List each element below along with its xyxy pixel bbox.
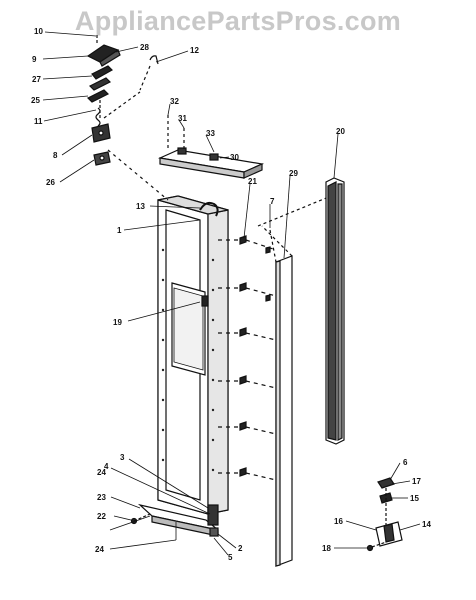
part-label-25: 25 <box>31 96 40 105</box>
part-label-17: 17 <box>412 477 421 486</box>
part-label-13: 13 <box>136 202 145 211</box>
leader-lines <box>42 31 421 556</box>
part-label-24-top: 24 <box>97 468 106 477</box>
part-label-8: 8 <box>53 151 58 160</box>
part-label-7: 7 <box>270 197 275 206</box>
watermark: AppliancePartsPros.com <box>74 6 402 36</box>
part-label-2: 2 <box>238 544 243 553</box>
part-label-10: 10 <box>34 27 43 36</box>
part-label-6: 6 <box>403 458 408 467</box>
part-label-1: 1 <box>117 226 122 235</box>
part-label-4: 4 <box>104 462 109 471</box>
part-label-12: 12 <box>190 46 199 55</box>
lower-hinge-parts <box>366 477 403 552</box>
part-label-22: 22 <box>97 512 106 521</box>
part-label-28: 28 <box>140 43 149 52</box>
part-label-23: 23 <box>97 493 106 502</box>
top-cap-plate <box>157 115 265 179</box>
part-labels: 10 9 28 27 25 11 12 8 26 32 31 33 30 20 … <box>31 27 431 562</box>
part-label-3: 3 <box>120 453 125 462</box>
part-label-18: 18 <box>322 544 331 553</box>
part-label-29: 29 <box>289 169 298 178</box>
part-label-19: 19 <box>113 318 122 327</box>
part-label-15: 15 <box>410 494 419 503</box>
hinge-bracket <box>91 107 111 166</box>
part-label-5: 5 <box>228 553 233 562</box>
part-label-9: 9 <box>32 55 37 64</box>
bin-support-studs <box>218 235 277 481</box>
part-label-27: 27 <box>32 75 41 84</box>
part-label-21: 21 <box>248 177 257 186</box>
part-label-30: 30 <box>230 153 239 162</box>
part-label-32: 32 <box>170 97 179 106</box>
part-label-14: 14 <box>422 520 431 529</box>
part-label-16: 16 <box>334 517 343 526</box>
door-gasket <box>325 177 345 445</box>
part-label-26: 26 <box>46 178 55 187</box>
door-liner-strip <box>257 193 337 567</box>
hinge-stack <box>86 35 121 120</box>
part-label-24-bottom: 24 <box>95 545 104 554</box>
part-label-33: 33 <box>206 129 215 138</box>
bottom-hinge <box>130 503 219 537</box>
door-frame <box>157 195 229 515</box>
part-label-31: 31 <box>178 114 187 123</box>
part-label-11: 11 <box>34 117 43 126</box>
part-label-20: 20 <box>336 127 345 136</box>
